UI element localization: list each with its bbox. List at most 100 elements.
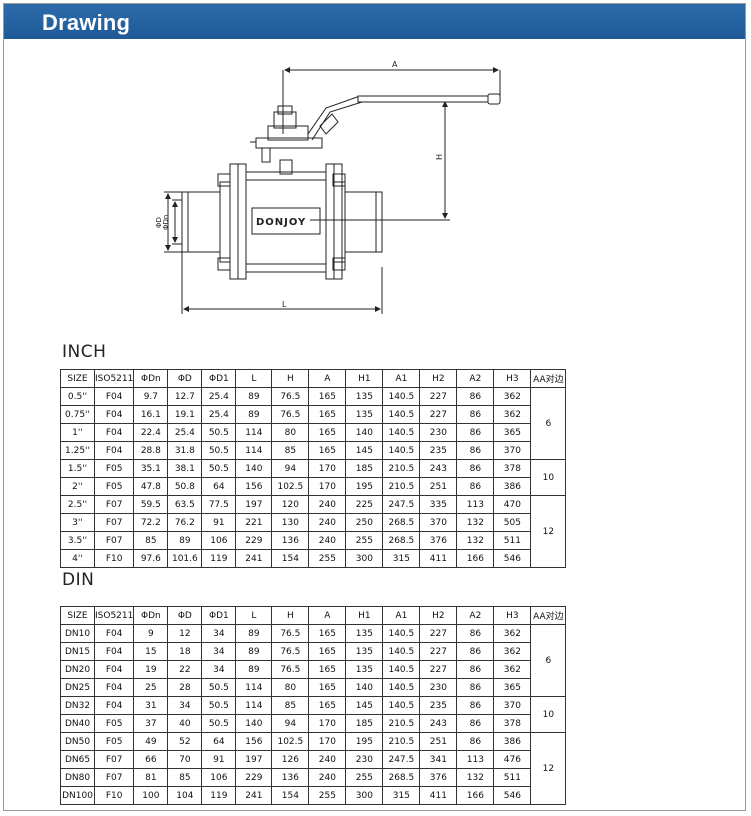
table-cell: 197 [235,495,273,514]
table-cell: 255 [308,549,347,568]
table-cell: 378 [493,714,532,733]
table-cell: 104 [167,786,203,805]
aa-cell: 12 [530,495,567,568]
table-cell: 386 [493,732,532,751]
col-d: ΦD [167,369,203,388]
dim-h-label: H [435,154,444,160]
table-cell: 197 [235,750,273,769]
col-a1: A1 [382,606,421,625]
table-cell: 50.8 [167,477,203,496]
table-cell: F04 [93,696,135,715]
table-cell: F04 [93,642,135,661]
col-d1: ΦD1 [201,369,237,388]
table-cell: 476 [493,750,532,769]
table-cell: 221 [235,513,273,532]
col-a2: A2 [456,369,495,388]
table-cell: 370 [493,441,532,460]
table-cell: 50.5 [201,441,237,460]
table-cell: 132 [456,531,495,550]
table-cell: 86 [456,423,495,442]
table-cell: 255 [345,768,384,787]
col-a: A [308,369,347,388]
table-cell: 240 [308,768,347,787]
table-cell: DN65 [60,750,95,769]
table-cell: 113 [456,750,495,769]
col-h2: H2 [419,606,458,625]
table-cell: 195 [345,477,384,496]
table-cell: 64 [201,732,237,751]
aa-cell: 12 [530,732,567,805]
table-cell: 80 [271,678,310,697]
table-cell: 89 [235,642,273,661]
table-cell: 140.5 [382,423,421,442]
table-cell: 145 [345,441,384,460]
aa-cell: 6 [530,387,567,460]
table-cell: 28 [167,678,203,697]
table-cell: 25.4 [201,387,237,406]
table-cell: 546 [493,786,532,805]
table-cell: 85 [133,531,169,550]
table-cell: 365 [493,423,532,442]
table-cell: 210.5 [382,477,421,496]
table-cell: F05 [93,714,135,733]
table-cell: 546 [493,549,532,568]
table-cell: 165 [308,678,347,697]
table-cell: 19.1 [167,405,203,424]
table-cell: F10 [93,549,135,568]
table-cell: 100 [133,786,169,805]
col-aa: AA对边 [530,606,567,625]
table-cell: 94 [271,714,310,733]
col-h: H [271,369,310,388]
table-cell: DN15 [60,642,95,661]
table-cell: 76.5 [271,405,310,424]
col-h: H [271,606,310,625]
table-cell: 300 [345,549,384,568]
table-cell: 315 [382,786,421,805]
table-cell: 86 [456,696,495,715]
col-size: SIZE [60,369,95,388]
table-cell: 365 [493,678,532,697]
table-cell: 130 [271,513,310,532]
table-cell: 362 [493,405,532,424]
table-cell: 86 [456,714,495,733]
col-h3: H3 [493,369,532,388]
table-cell: 25.4 [167,423,203,442]
table-cell: 76.5 [271,660,310,679]
table-cell: 255 [345,531,384,550]
table-cell: 89 [235,387,273,406]
table-cell: 165 [308,660,347,679]
table-cell: 18 [167,642,203,661]
table-cell: 72.2 [133,513,169,532]
table-cell: 300 [345,786,384,805]
table-cell: DN50 [60,732,95,751]
table-cell: 1'' [60,423,95,442]
col-h1: H1 [345,606,384,625]
col-a1: A1 [382,369,421,388]
table-cell: 268.5 [382,768,421,787]
table-cell: 101.6 [167,549,203,568]
din-spec-table: SIZE ISO5211 ΦDn ΦD ΦD1 L H A H1 A1 H2 A… [60,606,567,805]
table-cell: 235 [419,441,458,460]
table-cell: 80 [271,423,310,442]
table-cell: 34 [201,624,237,643]
table-cell: 227 [419,624,458,643]
table-cell: 19 [133,660,169,679]
table-cell: 70 [167,750,203,769]
col-l: L [235,369,273,388]
table-cell: 135 [345,660,384,679]
table-cell: 370 [493,696,532,715]
table-cell: 3'' [60,513,95,532]
table-cell: 170 [308,714,347,733]
table-cell: 120 [271,495,310,514]
table-cell: 35.1 [133,459,169,478]
